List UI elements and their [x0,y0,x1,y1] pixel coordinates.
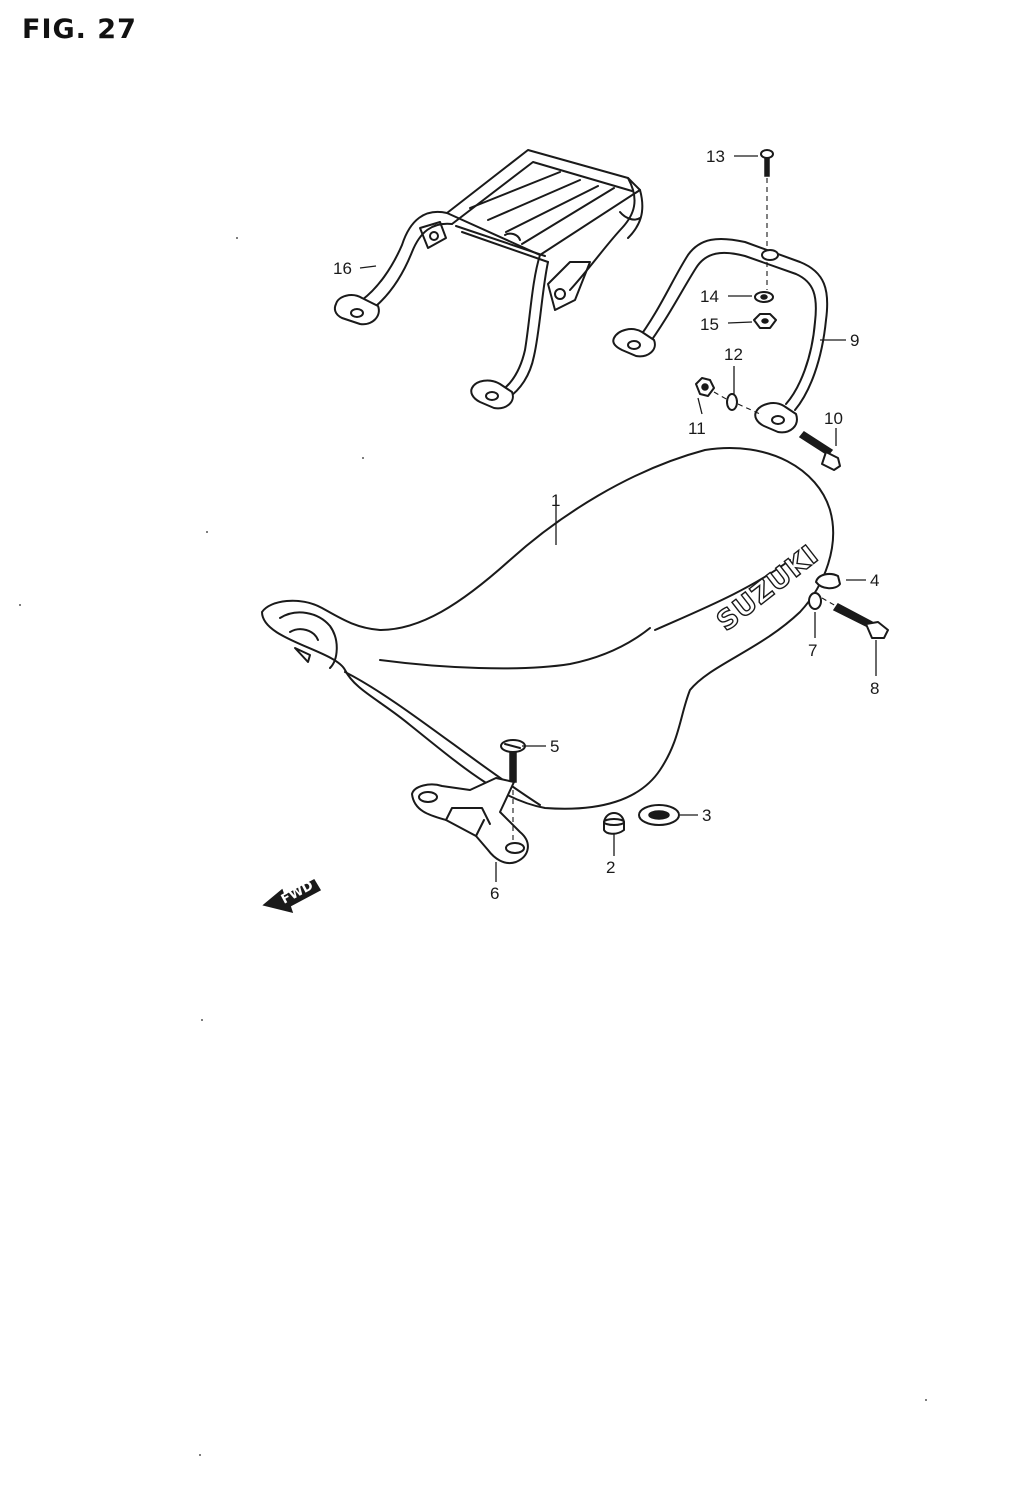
callout-2: 2 [606,858,615,877]
leader-lines [359,155,877,882]
cushion-4[interactable] [815,573,841,590]
callout-7: 7 [808,641,817,660]
bolt-8[interactable] [832,603,889,639]
callouts: 13 16 14 15 9 12 11 10 1 4 7 8 5 3 2 6 [333,147,879,903]
washer-14[interactable] [754,291,774,303]
callout-12: 12 [724,345,743,364]
bolt-10[interactable] [798,431,841,471]
washer-12[interactable] [726,393,738,411]
grommet-2[interactable] [603,812,625,835]
callout-3: 3 [702,806,711,825]
grab-bar[interactable] [612,237,829,434]
svg-text:FWD: FWD [279,878,316,907]
callout-5: 5 [550,737,559,756]
bolt-5[interactable] [500,739,526,783]
screw[interactable] [760,149,774,177]
callout-8: 8 [870,679,879,698]
scan-specks [19,237,927,1456]
callout-1: 1 [551,491,560,510]
forward-arrow-icon: FWD [262,878,322,914]
callout-14: 14 [700,287,719,306]
rear-carrier-rack[interactable] [333,149,644,410]
seat[interactable]: SUZUKI [261,447,835,810]
callout-15: 15 [700,315,719,334]
callout-13: 13 [706,147,725,166]
callout-4: 4 [870,571,879,590]
seat-bracket[interactable] [411,777,529,864]
nut-15[interactable] [753,313,777,329]
callout-9: 9 [850,331,859,350]
washer-7[interactable] [808,592,822,610]
callout-6: 6 [490,884,499,903]
nut-11[interactable] [695,377,715,397]
cushion-3[interactable] [638,804,680,826]
callout-16: 16 [333,259,352,278]
callout-11: 11 [688,419,706,438]
assembly-lines [512,178,837,840]
figure-title: FIG. 27 [22,14,137,45]
callout-10: 10 [824,409,843,428]
